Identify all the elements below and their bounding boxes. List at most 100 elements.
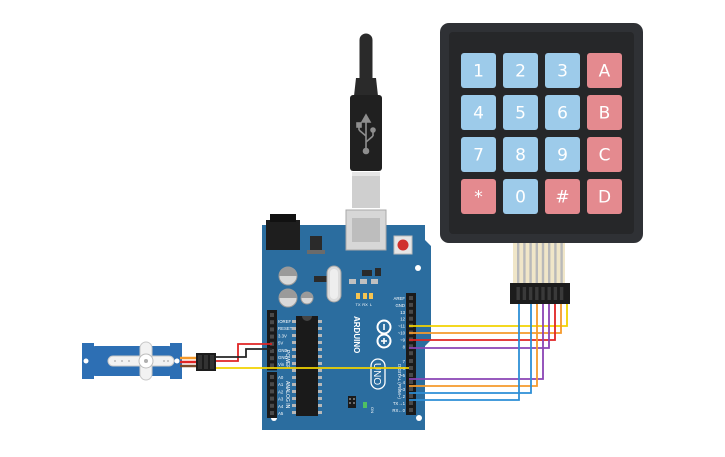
dc-power-jack (266, 214, 300, 250)
keypad-key[interactable]: 5 (503, 95, 538, 130)
keypad-key-label: 7 (473, 146, 484, 166)
header-pin[interactable] (270, 403, 274, 408)
usb-cable[interactable] (350, 33, 382, 208)
header-pin[interactable] (270, 327, 274, 332)
keypad-key[interactable]: 7 (461, 137, 496, 172)
header-pin[interactable] (270, 313, 274, 317)
servo-motor[interactable] (82, 341, 216, 381)
keypad-key-label: C (599, 146, 611, 166)
keypad-key-label: 4 (473, 104, 484, 124)
keypad-key-label: A (599, 62, 611, 82)
pin-label: 8 (403, 344, 406, 349)
keypad-key[interactable]: 8 (503, 137, 538, 172)
header-pin[interactable] (409, 309, 413, 314)
keypad-key[interactable]: 4 (461, 95, 496, 130)
header-pin[interactable] (270, 363, 274, 368)
wire-keypad-pin-9[interactable] (409, 304, 556, 341)
icsp-header (348, 396, 356, 408)
digital-header-top[interactable] (406, 293, 416, 366)
header-pin[interactable] (409, 302, 413, 307)
wire-keypad-pin-11[interactable] (409, 304, 568, 327)
arduino-brand-text: ARDUINO (352, 316, 361, 353)
header-pin[interactable] (409, 316, 413, 321)
servo-horn[interactable] (107, 341, 175, 381)
pin-label: 3.3V (278, 333, 287, 338)
header-pin[interactable] (270, 356, 274, 361)
header-pin[interactable] (409, 380, 413, 384)
analog-header[interactable] (267, 372, 277, 418)
keypad-key[interactable]: * (461, 179, 496, 214)
header-pin[interactable] (409, 344, 413, 349)
pin-label: IOREF (278, 319, 292, 324)
wire-gnd[interactable] (216, 348, 272, 358)
digital-header-label: DIGITAL (PWM~) (397, 364, 402, 399)
header-pin[interactable] (409, 359, 413, 363)
keypad-connector[interactable] (510, 283, 570, 304)
header-pin[interactable] (270, 411, 274, 415)
keypad-key-label: 8 (515, 146, 526, 166)
servo-connector[interactable] (196, 353, 216, 371)
header-pin[interactable] (270, 334, 274, 339)
keypad-key[interactable]: B (587, 95, 622, 130)
keypad-key[interactable]: D (587, 179, 622, 214)
header-pin[interactable] (270, 375, 274, 379)
pin-label: GND (395, 303, 405, 308)
mounting-hole (416, 415, 422, 421)
power-header[interactable] (267, 310, 277, 371)
header-pin[interactable] (409, 387, 413, 391)
keypad-key-label: 2 (515, 62, 526, 82)
keypad-key[interactable]: 0 (503, 179, 538, 214)
keypad-key[interactable]: 3 (545, 53, 580, 88)
pin-label: A1 (278, 382, 284, 387)
pin-label: GND (278, 348, 288, 353)
wire-keypad-pin-5[interactable] (409, 304, 544, 380)
header-pin[interactable] (409, 401, 413, 405)
keypad-key[interactable]: # (545, 179, 580, 214)
usb-b-port (345, 209, 387, 251)
keypad-key[interactable]: 6 (545, 95, 580, 130)
pin-label: 4 (403, 380, 406, 385)
wire-keypad-pin-4[interactable] (409, 304, 538, 387)
header-pin[interactable] (409, 394, 413, 398)
pin-label: ~11 (398, 324, 406, 329)
keypad-key[interactable]: 9 (545, 137, 580, 172)
header-pin[interactable] (270, 320, 274, 325)
wire-keypad-pin-8[interactable] (409, 304, 550, 349)
wire-5v[interactable] (216, 343, 272, 362)
header-pin[interactable] (409, 351, 413, 356)
header-pin[interactable] (270, 396, 274, 401)
header-pin[interactable] (409, 408, 413, 412)
keypad-key-label: 1 (473, 62, 484, 82)
pin-label: RX←0 (392, 408, 405, 413)
keypad-key[interactable]: A (587, 53, 622, 88)
keypad-key-label: B (599, 104, 611, 124)
header-pin[interactable] (270, 382, 274, 387)
pin-label: 5V (278, 341, 283, 346)
keypad-key[interactable]: C (587, 137, 622, 172)
keypad-key-label: 5 (515, 104, 526, 124)
smd-component (371, 279, 378, 284)
header-pin[interactable] (409, 373, 413, 377)
usb-icon (356, 113, 376, 155)
pin-label: A5 (278, 411, 284, 416)
wires (216, 304, 568, 401)
keypad-key-label: 6 (557, 104, 568, 124)
keypad-key[interactable]: 2 (503, 53, 538, 88)
uno-model-text: UNO (371, 363, 382, 385)
arduino-uno-board[interactable]: TX RX L ON ARDUINO UNO (262, 209, 431, 430)
wire-keypad-pin-3[interactable] (409, 304, 532, 394)
mounting-hole (415, 265, 421, 271)
led-on (363, 402, 367, 408)
header-pin[interactable] (409, 296, 413, 300)
uno-badge: UNO (370, 358, 386, 390)
header-pin[interactable] (270, 349, 274, 353)
arduino-logo-icon (376, 319, 392, 349)
wire-keypad-pin-2[interactable] (409, 304, 520, 401)
wire-keypad-pin-10[interactable] (409, 304, 562, 334)
header-pin[interactable] (270, 389, 274, 394)
reset-button[interactable] (393, 235, 413, 255)
keypad-key[interactable]: 1 (461, 53, 496, 88)
servo-wire-bundle (180, 356, 198, 368)
header-pin[interactable] (409, 366, 413, 370)
